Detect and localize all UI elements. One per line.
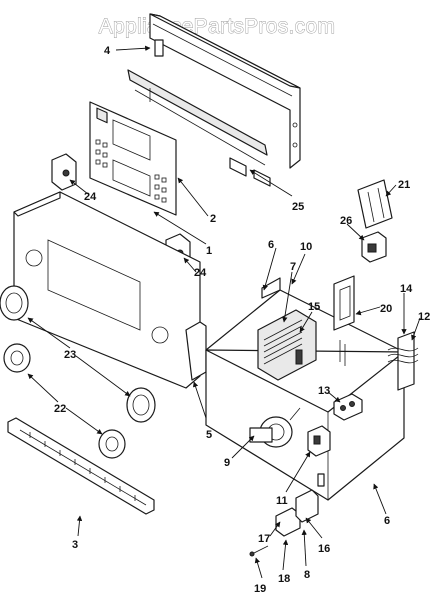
part-11-switch: [307, 425, 331, 457]
part-9-motor-assembly: [249, 407, 301, 448]
callout-18: 18: [278, 573, 290, 585]
part-14-wire-harness: [387, 331, 419, 391]
callout-9: 9: [224, 457, 230, 469]
callout-15: 15: [308, 301, 320, 313]
callout-24-right: 24: [194, 267, 207, 279]
part-19-screw: [249, 545, 269, 557]
callout-22: 22: [54, 403, 66, 415]
callout-12: 12: [418, 311, 430, 323]
part-23-knob-ring-right: [126, 387, 156, 423]
callout-5: 5: [206, 429, 212, 441]
callout-17: 17: [258, 533, 270, 545]
callout-6-top: 6: [268, 239, 274, 251]
callout-23: 23: [64, 349, 76, 361]
callout-1: 1: [206, 245, 212, 257]
callout-21: 21: [398, 179, 410, 191]
part-1-control-panel-face: [13, 191, 201, 389]
callout-3: 3: [72, 539, 78, 551]
part-2-control-overlay: [89, 101, 177, 216]
callout-24-left: 24: [84, 191, 97, 203]
part-26-relay: [361, 231, 387, 263]
part-22-knob-right: [98, 429, 126, 459]
callout-labels: 4 25 2 1 24 24 23 22 5 3 6 6 10 7 15 20 …: [54, 45, 430, 595]
callout-19: 19: [254, 583, 266, 595]
part-5-side-trim: [185, 321, 207, 381]
part-23-knob-ring-left: [0, 285, 29, 321]
part-16-mount: [295, 489, 319, 523]
watermark-text: AppliancePartsPros.com: [99, 15, 336, 38]
callout-11: 11: [276, 495, 288, 507]
callout-26: 26: [340, 215, 352, 227]
part-20-bracket: [333, 275, 355, 331]
part-17-clip: [275, 507, 301, 537]
callout-10: 10: [300, 241, 312, 253]
callout-2: 2: [210, 213, 216, 225]
leader-lines: [27, 45, 421, 579]
callout-8: 8: [304, 569, 310, 581]
part-21-cover-plate: [357, 179, 393, 229]
part-4-rear-top-panel: [149, 13, 301, 169]
part-24-bezel-left: [51, 153, 77, 191]
callout-14: 14: [400, 283, 413, 295]
callout-16: 16: [318, 543, 330, 555]
part-6-chassis: [205, 277, 405, 501]
part-25-bracket-rail: [127, 69, 271, 187]
callout-4: 4: [104, 45, 111, 57]
callout-7: 7: [290, 261, 296, 273]
part-3-trim-strip: [7, 417, 155, 515]
callout-13: 13: [318, 385, 330, 397]
callout-20: 20: [380, 303, 392, 315]
part-22-knob-left: [3, 343, 31, 373]
callout-25: 25: [292, 201, 304, 213]
part-13-terminal-block: [333, 393, 363, 421]
callout-6-bottom: 6: [384, 515, 390, 527]
